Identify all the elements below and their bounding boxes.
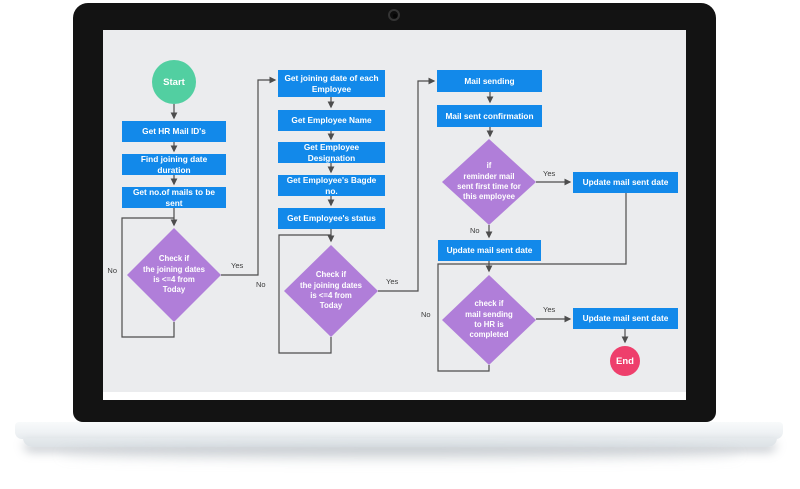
- edge-label-yes-1: Yes: [231, 261, 244, 270]
- edge-label-no-1: No: [107, 266, 117, 275]
- process-get-employee-badge-no: Get Employee's Bagde no.: [278, 175, 385, 196]
- process-label: Update mail sent date: [582, 177, 669, 188]
- end-node-label: End: [616, 355, 634, 367]
- process-label: Update mail sent date: [582, 313, 669, 324]
- start-node: Start: [152, 60, 196, 104]
- process-find-joining-date-duration: Find joining date duration: [122, 154, 226, 175]
- flowchart-canvas: [103, 30, 686, 392]
- process-label: Get Employee Name: [291, 115, 372, 126]
- edge-label-no-2: No: [256, 280, 266, 289]
- process-label: Mail sent confirmation: [445, 110, 534, 121]
- laptop-base-lip: [23, 438, 777, 447]
- process-update-mail-sent-date-3: Update mail sent date: [573, 308, 678, 329]
- process-label: Find joining date duration: [140, 154, 208, 175]
- process-label: Mail sending: [464, 75, 515, 86]
- edge-label-yes-2: Yes: [386, 277, 399, 286]
- edge-label-yes-3: Yes: [543, 169, 556, 178]
- decision-label: Check if the joining dates is <=4 from T…: [143, 254, 205, 295]
- process-get-hr-mail-ids: Get HR Mail ID's: [122, 121, 226, 142]
- process-update-mail-sent-date-2: Update mail sent date: [438, 240, 541, 261]
- process-label: Get no.of mails to be sent: [132, 187, 216, 208]
- end-node: End: [610, 346, 640, 376]
- process-label: Get joining date of each Employee: [284, 73, 379, 94]
- process-label: Get Employee's Bagde no.: [286, 175, 377, 196]
- start-node-label: Start: [163, 76, 185, 88]
- process-get-employee-status: Get Employee's status: [278, 208, 385, 229]
- process-get-joining-date-of-each-employee: Get joining date of each Employee: [278, 70, 385, 97]
- process-label: Get Employee Designation: [303, 142, 360, 163]
- decision-label: if reminder mail sent first time for thi…: [457, 161, 521, 202]
- process-get-employee-designation: Get Employee Designation: [278, 142, 385, 163]
- decision-label: check if mail sending to HR is completed: [465, 299, 513, 340]
- edge-label-no-4: No: [421, 310, 431, 319]
- process-mail-sent-confirmation: Mail sent confirmation: [437, 105, 542, 127]
- process-label: Get HR Mail ID's: [142, 126, 206, 137]
- laptop-base: [15, 422, 783, 439]
- process-label: Get Employee's status: [287, 213, 376, 224]
- edge-label-yes-4: Yes: [543, 305, 556, 314]
- process-update-mail-sent-date-1: Update mail sent date: [573, 172, 678, 193]
- decision-label: Check if the joining dates is <=4 from T…: [300, 270, 362, 311]
- process-get-employee-name: Get Employee Name: [278, 110, 385, 131]
- laptop-shadow: [60, 449, 740, 459]
- webcam-dot: [393, 14, 397, 18]
- process-get-no-of-mails: Get no.of mails to be sent: [122, 187, 226, 208]
- webcam-icon: [388, 9, 400, 21]
- process-mail-sending: Mail sending: [437, 70, 542, 92]
- process-label: Update mail sent date: [446, 245, 533, 256]
- edge-label-no-3: No: [470, 226, 480, 235]
